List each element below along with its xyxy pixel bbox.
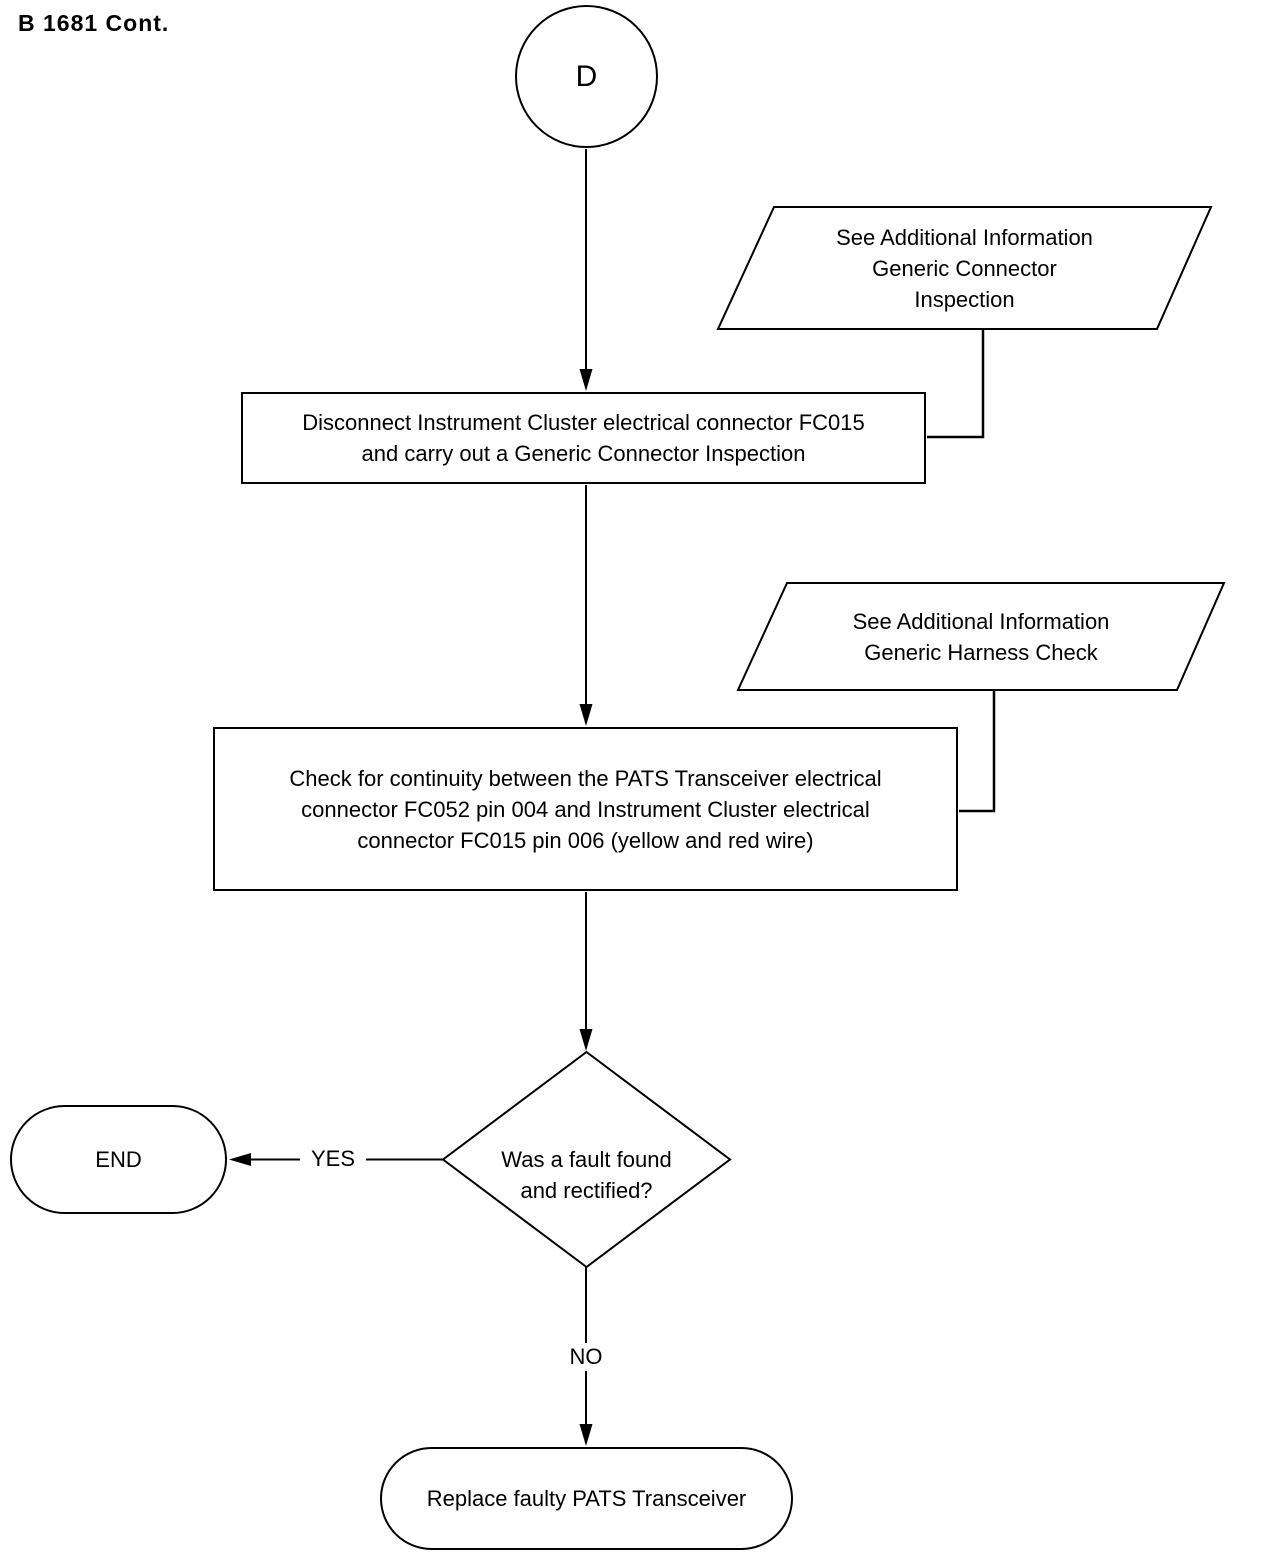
reference-connector-inspection-text: See Additional Information Generic Conne…	[718, 207, 1211, 329]
text-line: See Additional Information	[836, 224, 1093, 250]
text-line: See Additional Information	[852, 608, 1110, 634]
connector-node-d: D	[515, 5, 658, 148]
edge-label-yes: YES	[300, 1145, 366, 1173]
process-disconnect-cluster: Disconnect Instrument Cluster electrical…	[241, 392, 926, 484]
text-line: Inspection	[914, 286, 1015, 312]
connector-node-d-label: D	[575, 60, 598, 93]
text-line: Was a fault found	[501, 1147, 672, 1172]
connector-reference-to-process-1	[927, 329, 985, 439]
connector-reference-to-process-2	[959, 690, 996, 813]
decision-fault-found-text: Was a fault found and rectified?	[443, 1052, 730, 1267]
text-line: Generic Connector	[872, 255, 1057, 281]
reference-parallelogram-harness-check	[736, 582, 1226, 691]
terminator-replace-label: Replace faulty PATS Transceiver	[426, 1486, 747, 1511]
text-line: connector FC052 pin 004 and Instrument C…	[301, 796, 870, 822]
arrowhead-d-to-process-1	[579, 369, 593, 391]
reference-parallelogram-connector-inspection	[716, 206, 1213, 330]
reference-harness-check-text: See Additional Information Generic Harne…	[738, 583, 1224, 690]
terminator-replace-transceiver: Replace faulty PATS Transceiver	[380, 1447, 793, 1550]
terminator-end-label: END	[95, 1147, 142, 1172]
text-line: Generic Harness Check	[864, 639, 1098, 665]
text-line: Check for continuity between the PATS Tr…	[289, 765, 882, 791]
process-check-continuity: Check for continuity between the PATS Tr…	[213, 727, 958, 891]
text-line: and rectified?	[520, 1178, 653, 1203]
page-label: B 1681 Cont.	[18, 10, 170, 36]
text-line: and carry out a Generic Connector Inspec…	[361, 441, 806, 466]
terminator-end: END	[10, 1105, 227, 1214]
text-line: connector FC015 pin 006 (yellow and red …	[357, 827, 814, 853]
text-line: Disconnect Instrument Cluster electrical…	[302, 410, 865, 435]
arrowhead-decision-yes-to-end	[229, 1153, 251, 1166]
edge-label-no: NO	[561, 1343, 611, 1371]
arrowhead-process-2-to-decision	[579, 1029, 593, 1051]
arrowhead-decision-no-to-replace	[579, 1424, 593, 1446]
arrowhead-process-1-to-process-2	[579, 704, 593, 726]
